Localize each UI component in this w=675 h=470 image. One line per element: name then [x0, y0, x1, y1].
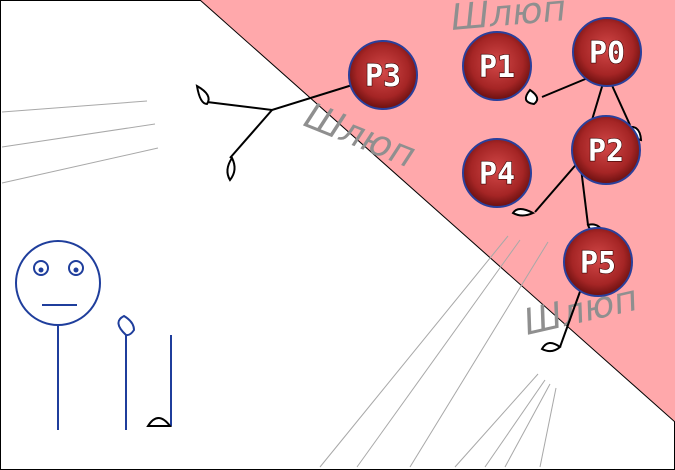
arrowhead-icon	[226, 156, 236, 182]
node-p3-label: P3	[365, 59, 401, 94]
arrowhead-icon	[195, 84, 210, 106]
node-p3: P3	[348, 40, 418, 110]
node-p2: P2	[571, 115, 641, 185]
connector-p3-lower	[229, 109, 273, 159]
node-p4: P4	[462, 138, 532, 208]
node-p4-label: P4	[479, 157, 515, 192]
foot-group	[146, 335, 173, 427]
foot-icon	[146, 417, 173, 427]
node-p0-label: P0	[589, 36, 625, 71]
zone-boundary	[199, 0, 675, 423]
arrowhead-icon	[524, 88, 539, 106]
stick-figure-icon	[15, 240, 136, 430]
node-p5: P5	[563, 227, 633, 297]
motion-lines-left	[1, 100, 159, 184]
node-p0: P0	[572, 17, 642, 87]
arrowhead-icon	[540, 342, 562, 353]
hand-icon	[117, 314, 136, 337]
arrowhead-icon	[511, 208, 536, 217]
node-p5-label: P5	[580, 246, 616, 281]
node-p1-label: P1	[479, 50, 515, 85]
head	[15, 240, 101, 326]
motion-lines-bottom	[319, 235, 557, 468]
node-p2-label: P2	[588, 134, 624, 169]
node-p1: P1	[462, 31, 532, 101]
